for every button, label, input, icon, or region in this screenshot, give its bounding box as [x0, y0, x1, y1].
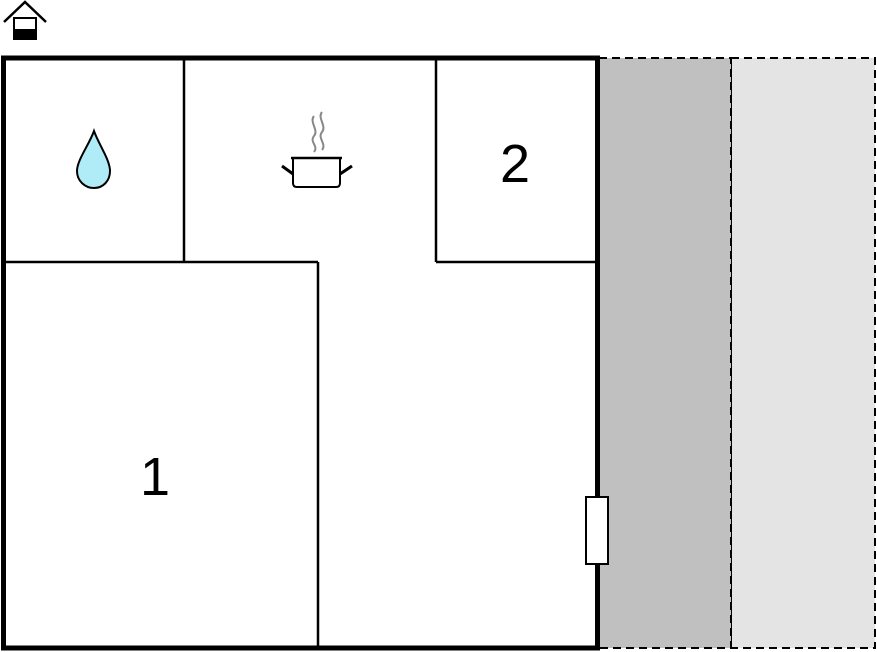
- bedroom-1-label: 1: [140, 447, 170, 507]
- interior-walls: [4, 58, 597, 648]
- water-drop-icon: [75, 128, 112, 190]
- cooking-pot-icon: [281, 111, 353, 188]
- house-ground-floor-icon: [3, 0, 47, 40]
- covered-terrace: [598, 57, 732, 649]
- door-icon: [585, 496, 609, 565]
- bedroom-2-label: 2: [500, 134, 530, 194]
- uncovered-terrace: [730, 57, 876, 649]
